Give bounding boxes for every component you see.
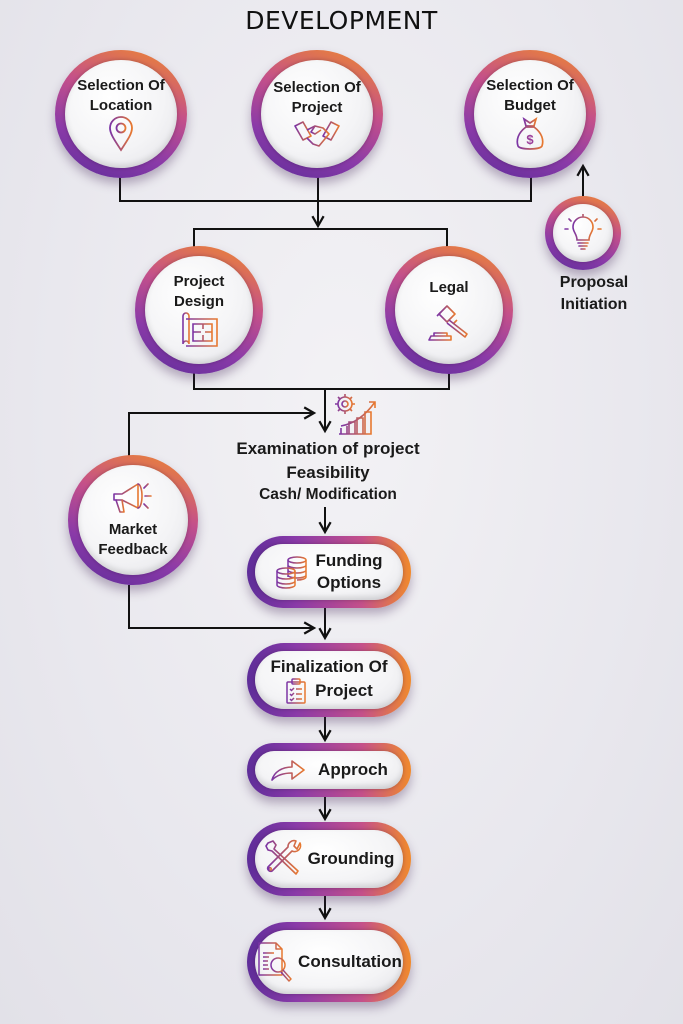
node-label: Approch: [318, 760, 388, 779]
diagram-title: DEVELOPMENT: [245, 6, 438, 35]
node-label: Finalization Of: [270, 657, 388, 676]
examination-of-project-feasibility[interactable]: Examination of project Feasibility Cash/…: [200, 437, 456, 505]
wrench-tools-icon: [264, 839, 304, 879]
connector-market-loop: [128, 406, 317, 462]
node-label: Selection Of: [273, 79, 361, 96]
node-selection-of-budget[interactable]: Selection Of Budget $: [464, 50, 596, 178]
proposal-initiation-label: Proposal Initiation: [540, 272, 648, 316]
node-label: Project: [315, 681, 373, 700]
node-funding-options[interactable]: Funding Options: [247, 536, 411, 608]
connector-top-bus: [119, 176, 532, 202]
gavel-icon: [427, 304, 471, 342]
megaphone-icon: [110, 480, 156, 516]
node-label: Feasibility: [286, 463, 370, 482]
node-label: Funding: [315, 551, 383, 570]
node-label: Examination of project: [236, 439, 420, 458]
node-label: Project: [173, 273, 225, 290]
node-label: Market: [108, 521, 158, 538]
node-selection-of-location[interactable]: Selection Of Location: [55, 50, 187, 178]
money-bag-icon: $: [514, 116, 546, 152]
node-market-feedback[interactable]: Market Feedback: [68, 455, 198, 585]
node-label: Design: [173, 293, 224, 310]
node-label: Budget: [504, 97, 556, 114]
svg-text:$: $: [526, 132, 534, 147]
node-label: Feedback: [98, 541, 168, 558]
node-selection-of-project[interactable]: Selection Of Project: [251, 50, 383, 178]
node-label: Initiation: [560, 296, 628, 313]
node-label: Selection Of: [486, 77, 574, 94]
clipboard-checklist-icon: [285, 678, 307, 704]
node-label: Consultation: [298, 952, 402, 971]
coins-stack-icon: [275, 555, 309, 589]
node-label: Project: [291, 99, 343, 116]
node-grounding[interactable]: Grounding: [247, 822, 411, 896]
node-label: Cash/ Modification: [259, 486, 397, 503]
connector-merge: [193, 373, 450, 390]
node-approch[interactable]: Approch: [247, 743, 411, 797]
blueprint-icon: [179, 312, 219, 348]
node-legal[interactable]: Legal: [385, 246, 513, 374]
node-label: Selection Of: [77, 77, 165, 94]
node-label: Location: [89, 97, 153, 114]
node-label: Options: [316, 573, 382, 592]
node-proposal-initiation[interactable]: [545, 196, 621, 270]
document-search-icon: [256, 941, 294, 983]
node-label: Grounding: [307, 849, 395, 868]
connector-split: [193, 228, 448, 256]
node-label: Legal: [429, 279, 469, 296]
node-finalization-of-project[interactable]: Finalization Of Project: [247, 643, 411, 717]
node-consultation[interactable]: Consultation: [247, 922, 411, 1002]
connector-market-to-finalization: [128, 585, 317, 635]
forward-arrow-icon: [270, 758, 306, 782]
gear-growth-chart-icon: [333, 392, 381, 436]
lightbulb-icon: [563, 214, 603, 252]
node-project-design[interactable]: Project Design: [135, 246, 263, 374]
node-label: Proposal: [559, 274, 629, 291]
location-pin-icon: [108, 116, 134, 152]
handshake-icon: [293, 118, 341, 150]
